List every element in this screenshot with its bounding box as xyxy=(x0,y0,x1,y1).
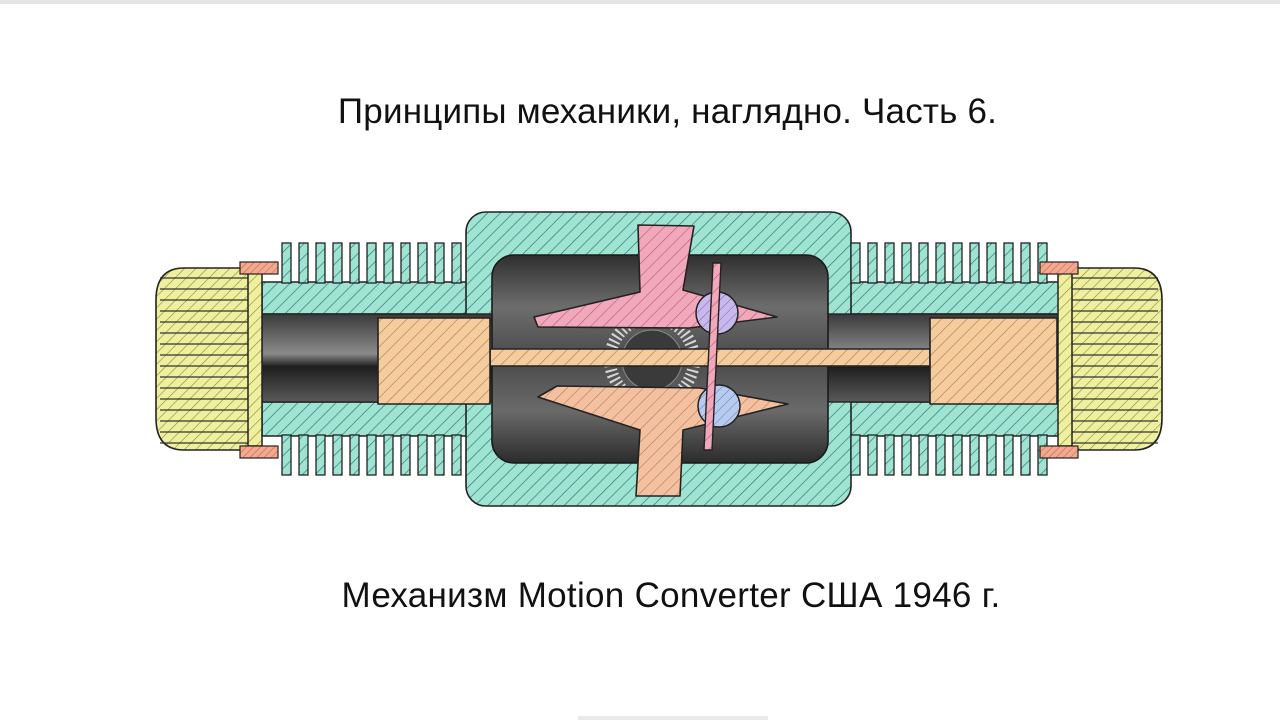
cooling-fin xyxy=(349,242,360,284)
cooling-fin xyxy=(451,434,462,476)
cooling-fin xyxy=(901,242,912,284)
cooling-fin xyxy=(400,434,411,476)
cooling-fin xyxy=(400,242,411,284)
cooling-fin xyxy=(315,434,326,476)
cooling-fin xyxy=(434,242,445,284)
left-piston xyxy=(377,317,491,405)
cooling-fin xyxy=(383,434,394,476)
cooling-fin xyxy=(986,434,997,476)
cooling-fin xyxy=(901,434,912,476)
cooling-fin xyxy=(332,434,343,476)
bolt-bottom-right xyxy=(1039,445,1079,459)
cooling-fin xyxy=(366,242,377,284)
cooling-fin xyxy=(383,242,394,284)
top-rule xyxy=(0,0,1280,4)
cooling-fin xyxy=(315,242,326,284)
cooling-fins-top xyxy=(281,242,1048,284)
cooling-fin xyxy=(867,434,878,476)
cooling-fin xyxy=(867,242,878,284)
cooling-fin xyxy=(298,242,309,284)
left-end-cap xyxy=(155,267,263,451)
bolt-top-left xyxy=(239,261,279,275)
bottom-mark xyxy=(578,716,768,720)
bolts xyxy=(239,261,1079,459)
cooling-fin xyxy=(884,242,895,284)
bolt-top-right xyxy=(1039,261,1079,275)
cooling-fin xyxy=(952,434,963,476)
cooling-fin xyxy=(434,434,445,476)
left-cap-ribs xyxy=(160,277,248,444)
cooling-fin xyxy=(969,242,980,284)
cooling-fin xyxy=(1020,434,1031,476)
cooling-fin xyxy=(298,434,309,476)
cooling-fin xyxy=(349,434,360,476)
cooling-fin xyxy=(969,434,980,476)
cooling-fin xyxy=(952,242,963,284)
cooling-fin xyxy=(884,434,895,476)
cooling-fin xyxy=(281,242,292,284)
cooling-fin xyxy=(417,242,428,284)
page-title: Принципы механики, наглядно. Часть 6. xyxy=(337,92,998,131)
cooling-fin xyxy=(332,242,343,284)
cooling-fin xyxy=(850,242,861,284)
cooling-fin xyxy=(281,434,292,476)
caption: Механизм Motion Converter США 1946 г. xyxy=(341,576,1001,615)
cooling-fin xyxy=(1003,434,1014,476)
cooling-fin xyxy=(1020,242,1031,284)
right-piston xyxy=(929,317,1058,405)
cooling-fin xyxy=(1003,242,1014,284)
cooling-fin xyxy=(366,434,377,476)
lower-ball-joint xyxy=(697,384,741,428)
pistons xyxy=(377,317,1058,405)
cooling-fin xyxy=(918,434,929,476)
bolt-bottom-left xyxy=(239,445,279,459)
cooling-fins-bottom xyxy=(281,434,1048,476)
right-end-cap xyxy=(1057,267,1163,451)
wobble-plate xyxy=(703,262,722,451)
cooling-fin xyxy=(451,242,462,284)
cooling-fin xyxy=(417,434,428,476)
cooling-fin xyxy=(850,434,861,476)
right-cap-ribs xyxy=(1072,277,1158,444)
cooling-fin xyxy=(918,242,929,284)
cooling-fin xyxy=(935,434,946,476)
cooling-fin xyxy=(935,242,946,284)
cooling-fin xyxy=(986,242,997,284)
